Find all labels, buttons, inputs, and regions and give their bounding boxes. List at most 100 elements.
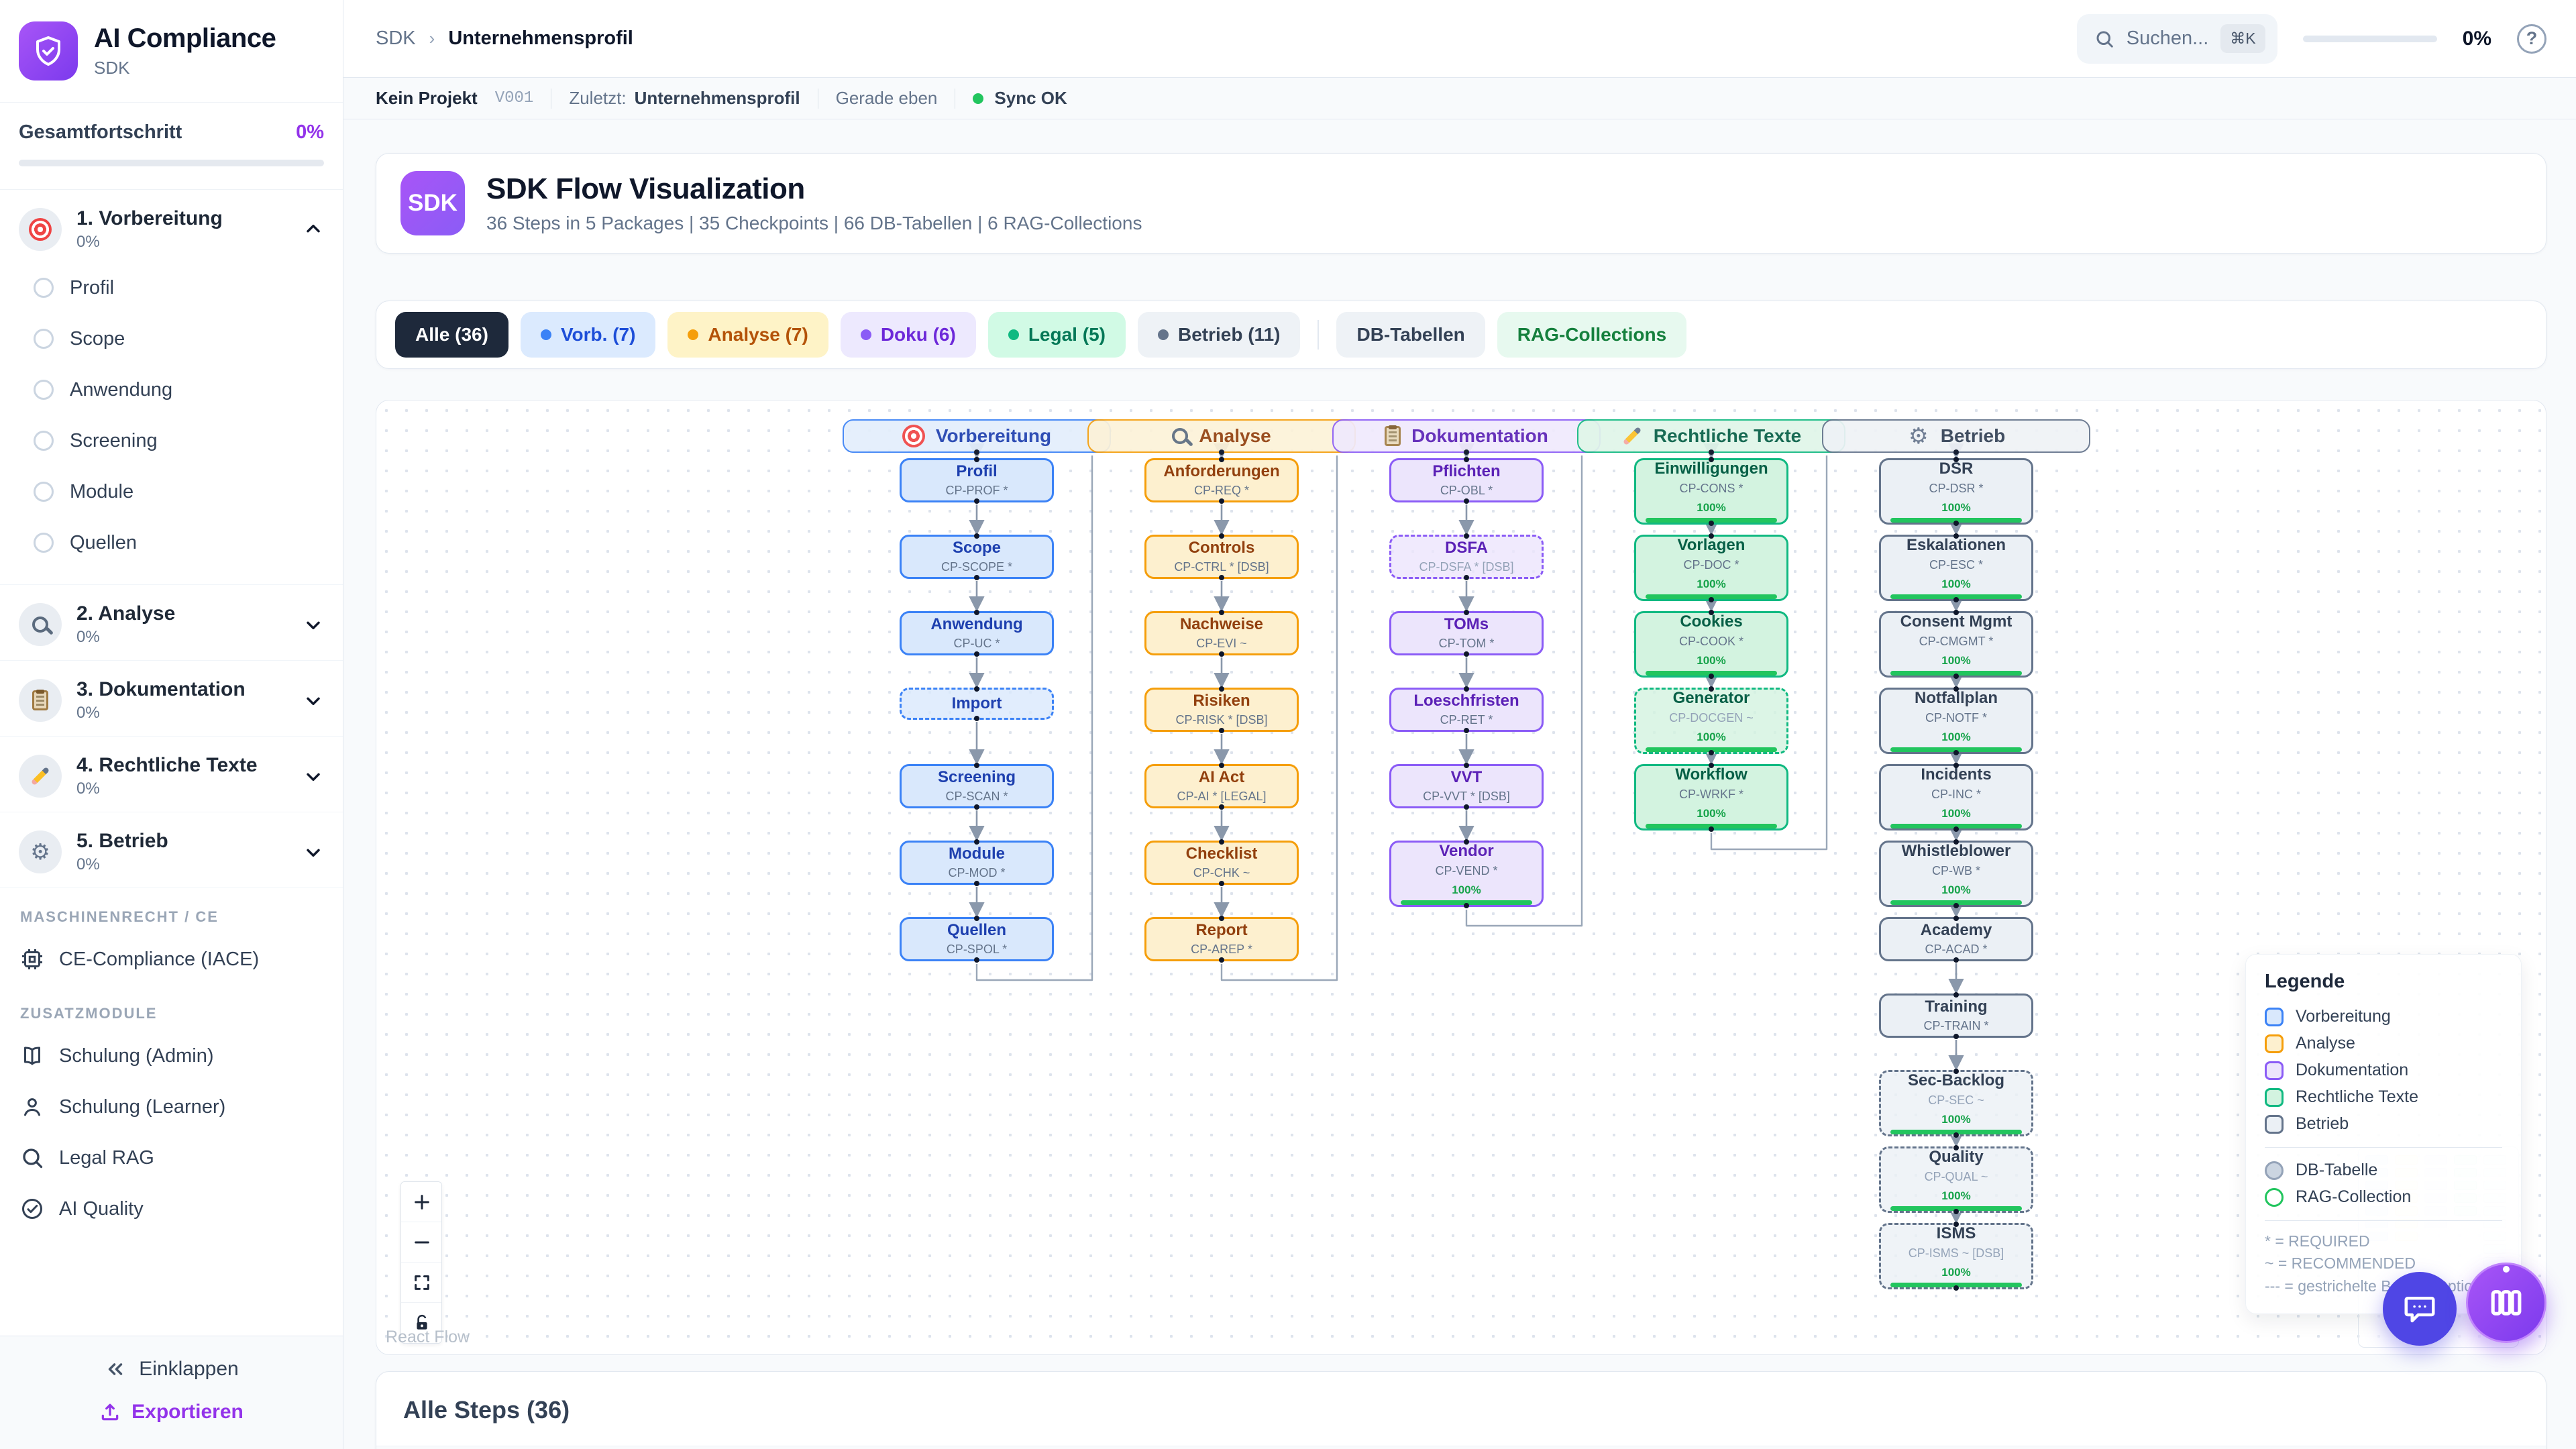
sidebar-item-screening[interactable]: Screening (23, 415, 327, 466)
node-code: CP-CONS * (1679, 481, 1743, 495)
columns-panel-button[interactable] (2466, 1263, 2546, 1343)
breadcrumb-root[interactable]: SDK (376, 28, 416, 49)
sidebar-section-3[interactable]: 3. Dokumentation 0% (16, 674, 327, 727)
node-code: CP-TRAIN * (1923, 1019, 1989, 1033)
legend-swatch (2265, 1161, 2284, 1180)
node-code: CP-AI * [LEGAL] (1177, 790, 1267, 804)
sidebar-item-schulung-admin-[interactable]: Schulung (Admin) (0, 1030, 343, 1081)
node-progress-value: 100% (1941, 730, 1971, 743)
collapse-sidebar-button[interactable]: Einklappen (104, 1358, 239, 1381)
double-chevron-left-icon (109, 1363, 123, 1375)
search-input[interactable]: Suchen... ⌘K (2076, 13, 2277, 64)
export-button[interactable]: Exportieren (99, 1401, 244, 1424)
sidebar-item-profil[interactable]: Profil (23, 262, 327, 313)
last-label: Zuletzt: (569, 88, 627, 108)
reactflow-attribution: React Flow (386, 1328, 470, 1346)
node-code: CP-WRKF * (1679, 787, 1743, 801)
legend-title: Legende (2265, 970, 2345, 992)
fit-view-button[interactable] (401, 1263, 441, 1303)
zoom-out-button[interactable] (401, 1222, 441, 1263)
sidebar-section-4[interactable]: 4. Rechtliche Texte 0% (16, 750, 327, 802)
filter-chip-legal-5-[interactable]: Legal (5) (987, 312, 1126, 358)
flow-canvas[interactable]: Legende Vorbereitung Analyse Dokumentati… (376, 400, 2546, 1355)
sidebar-section-5[interactable]: 5. Betrieb 0% (16, 826, 327, 878)
sidebar-section-2[interactable]: 2. Analyse 0% (16, 598, 327, 651)
status-bar: Kein Projekt V001 Zuletzt: Unternehmensp… (343, 78, 2576, 119)
package-header-betrieb[interactable]: Betrieb (1822, 419, 2090, 455)
filter-chip-analyse-7-[interactable]: Analyse (7) (667, 312, 828, 358)
zoom-in-button[interactable] (401, 1182, 441, 1222)
node-code: CP-VEND * (1435, 863, 1498, 877)
sidebar-item-scope[interactable]: Scope (23, 313, 327, 364)
node-code: CP-MOD * (948, 866, 1006, 880)
package-header-rechtliche-texte[interactable]: Rechtliche Texte (1577, 419, 1845, 455)
sidebar-item-module[interactable]: Module (23, 466, 327, 517)
flow-node-import[interactable]: Import (900, 686, 1054, 721)
filter-chip-db-tabellen[interactable]: DB-Tabellen (1336, 312, 1485, 358)
node-progress-value: 100% (1941, 577, 1971, 590)
filter-chip-doku-6-[interactable]: Doku (6) (840, 312, 976, 358)
lock-button[interactable] (401, 1303, 441, 1343)
chip-dot (540, 329, 551, 340)
sidebar-item-ai-quality[interactable]: AI Quality (0, 1183, 343, 1234)
sidebar-item-legal-rag[interactable]: Legal RAG (0, 1132, 343, 1183)
filter-chip-betrieb-11-[interactable]: Betrieb (11) (1137, 312, 1301, 358)
chat-button[interactable] (2383, 1272, 2457, 1346)
filter-chip-alle-36-[interactable]: Alle (36) (395, 312, 508, 358)
sidebar-item-quellen[interactable]: Quellen (23, 517, 327, 568)
help-icon[interactable]: ? (2517, 23, 2546, 54)
sidebar-item-anwendung[interactable]: Anwendung (23, 364, 327, 415)
package-header-analyse[interactable]: Analyse (1087, 419, 1356, 455)
all-steps-row (376, 1446, 2546, 1449)
node-progress-bar (1646, 823, 1777, 828)
sidebar-item-ce-compliance-iace-[interactable]: CE-Compliance (IACE) (0, 934, 343, 985)
columns-icon (2491, 1290, 2522, 1316)
package-header-vorbereitung[interactable]: Vorbereitung (843, 419, 1111, 455)
filter-chip-rag-collections[interactable]: RAG-Collections (1497, 312, 1687, 358)
node-progress-bar (1890, 1129, 2022, 1134)
package-header-dokumentation[interactable]: Dokumentation (1332, 419, 1601, 455)
last-time: Gerade eben (835, 88, 938, 108)
node-progress-bar (1890, 670, 2022, 676)
sidebar-item-schulung-learner-[interactable]: Schulung (Learner) (0, 1081, 343, 1132)
filter-chip-vorb-7-[interactable]: Vorb. (7) (520, 312, 656, 358)
sidebar-section-1[interactable]: 1. Vorbereitung 0% (16, 203, 327, 256)
step-status-icon (34, 431, 54, 451)
legend-swatch (2265, 1187, 2284, 1207)
